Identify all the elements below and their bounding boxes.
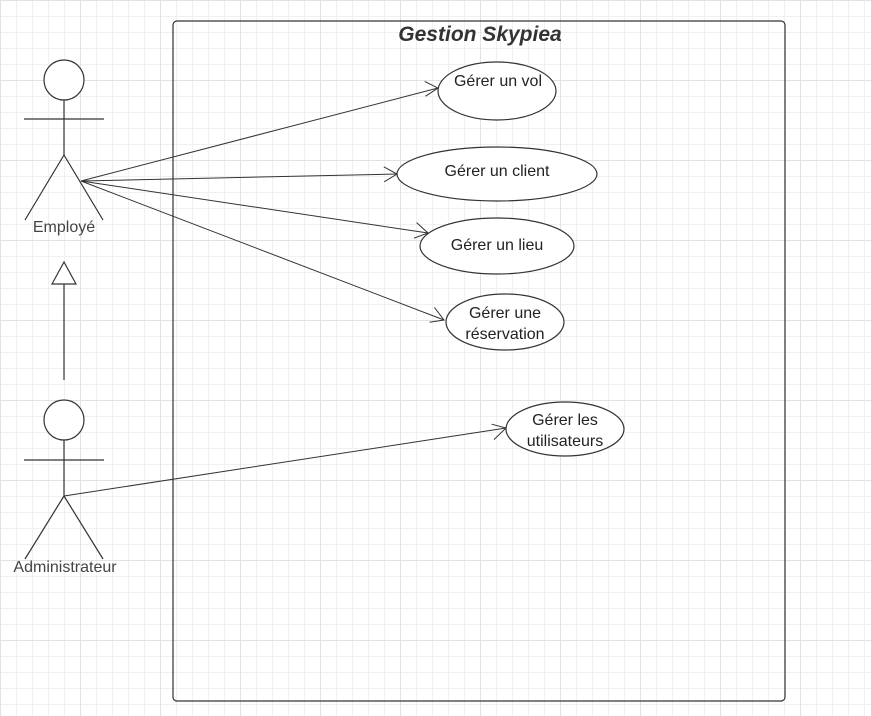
arrowhead-utilisateurs [491, 423, 507, 440]
use-case-vol[interactable] [437, 61, 557, 121]
actor-employe-leg-right [63, 154, 104, 221]
actor-employe-leg-left [24, 154, 65, 221]
use-case-lieu-label: Gérer un lieu [450, 237, 544, 254]
use-case-lieu[interactable] [419, 217, 575, 275]
generalization-arrow[interactable] [50, 260, 78, 380]
actor-admin-label: Administrateur [13, 559, 117, 576]
use-case-client-label: Gérer un client [444, 163, 550, 180]
actor-employe[interactable] [24, 59, 104, 221]
actor-admin[interactable] [24, 399, 104, 560]
actor-employe-head [43, 59, 85, 101]
use-case-utilisateurs[interactable] [505, 401, 625, 457]
use-case-client[interactable] [396, 146, 598, 202]
use-case-vol-label: Gérer un vol [453, 73, 543, 90]
association-employe-reservation[interactable] [80, 180, 445, 321]
use-case-reservation-label: Gérer une réservation [465, 305, 545, 343]
association-employe-vol[interactable] [80, 87, 439, 182]
actor-admin-leg-left [24, 495, 65, 560]
system-title: Gestion Skypiea [398, 23, 562, 46]
use-case-utilisateurs-label: Gérer les utilisateurs [526, 412, 604, 450]
arrowhead-vol [424, 80, 440, 97]
association-employe-client[interactable] [80, 173, 398, 182]
actor-admin-head [43, 399, 85, 441]
association-admin-utilisateurs[interactable] [63, 427, 507, 497]
generalization-triangle [50, 260, 78, 285]
association-employe-lieu[interactable] [80, 180, 429, 234]
actor-employe-label: Employé [32, 219, 96, 236]
arrowhead-reservation [429, 307, 445, 323]
actor-admin-leg-right [63, 495, 104, 560]
use-case-reservation[interactable] [445, 293, 565, 351]
system-boundary[interactable] [172, 20, 786, 702]
